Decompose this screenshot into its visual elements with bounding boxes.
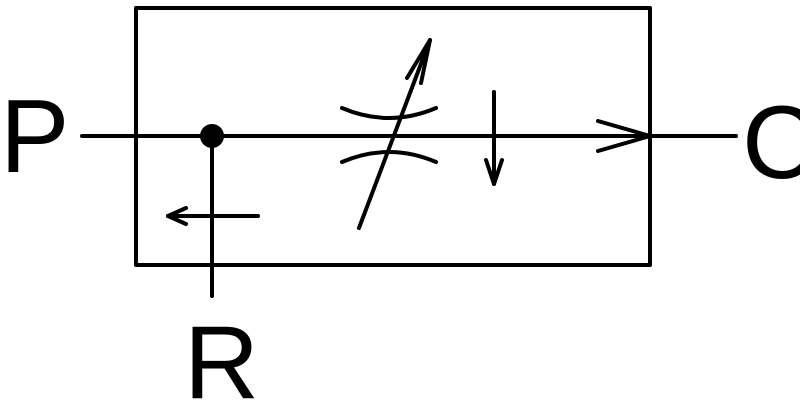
adjustable-arrow-head — [405, 38, 432, 85]
check-arrow-head — [484, 158, 504, 186]
port-label-inlet: P — [0, 79, 69, 195]
throttle-upper-arc — [340, 106, 438, 120]
exhaust-arrow-head — [166, 206, 188, 226]
adjustable-arrow-shaft — [357, 38, 432, 230]
port-label-outlet: C — [742, 85, 800, 201]
flow-arrow-head — [596, 119, 652, 153]
port-label-exhaust: R — [184, 305, 259, 406]
